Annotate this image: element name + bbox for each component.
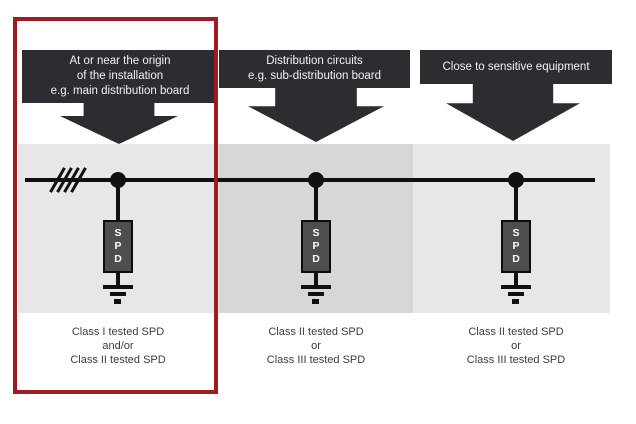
- caption-line: Class III tested SPD: [266, 354, 366, 366]
- spd-symbol: S P D: [301, 220, 331, 273]
- caption-line: or: [311, 340, 321, 352]
- caption-line: Class II tested SPD: [468, 326, 564, 338]
- spd-letter: D: [114, 253, 122, 265]
- spd-symbol: S P D: [501, 220, 531, 273]
- label-box-origin: At or near the origin of the installatio…: [22, 50, 218, 103]
- caption-distribution: Class II tested SPD or Class III tested …: [216, 325, 416, 367]
- down-arrow-icon: [446, 83, 580, 141]
- ground-symbol-icon: [512, 299, 519, 304]
- spd-letter: D: [512, 253, 520, 265]
- caption-equipment: Class II tested SPD or Class III tested …: [416, 325, 616, 367]
- spd-letter: P: [512, 240, 520, 252]
- ground-connection-line: [314, 272, 318, 286]
- down-arrow-icon: [248, 87, 384, 142]
- label-line: of the installation: [76, 70, 164, 82]
- caption-origin: Class I tested SPD and/or Class II teste…: [18, 325, 218, 367]
- ground-symbol-icon: [308, 292, 324, 296]
- ground-symbol-icon: [301, 285, 331, 289]
- spd-letter: S: [312, 227, 320, 239]
- label-line: At or near the origin: [69, 55, 171, 67]
- ground-symbol-icon: [110, 292, 126, 296]
- spd-letter: S: [512, 227, 520, 239]
- label-line: Distribution circuits: [266, 55, 363, 67]
- caption-line: or: [511, 340, 521, 352]
- ground-symbol-icon: [501, 285, 531, 289]
- spd-connection-line: [514, 180, 518, 221]
- label-line: e.g. main distribution board: [50, 85, 190, 97]
- caption-line: and/or: [102, 340, 134, 352]
- ground-connection-line: [116, 272, 120, 286]
- label-line: Close to sensitive equipment: [442, 60, 590, 73]
- spd-letter: P: [114, 240, 122, 252]
- caption-line: Class II tested SPD: [268, 326, 364, 338]
- ground-symbol-icon: [114, 299, 121, 304]
- spd-connection-line: [116, 180, 120, 221]
- spd-letter: P: [312, 240, 320, 252]
- ground-symbol-icon: [103, 285, 133, 289]
- ground-connection-line: [514, 272, 518, 286]
- label-box-equipment: Close to sensitive equipment: [420, 50, 612, 84]
- spd-connection-line: [314, 180, 318, 221]
- ground-symbol-icon: [508, 292, 524, 296]
- highlight-box: [13, 17, 218, 394]
- ground-symbol-icon: [312, 299, 319, 304]
- spd-symbol: S P D: [103, 220, 133, 273]
- label-box-distribution: Distribution circuits e.g. sub-distribut…: [219, 50, 410, 88]
- label-line: e.g. sub-distribution board: [248, 70, 381, 82]
- caption-line: Class I tested SPD: [71, 326, 165, 338]
- spd-letter: D: [312, 253, 320, 265]
- spd-letter: S: [114, 227, 122, 239]
- caption-line: Class III tested SPD: [466, 354, 566, 366]
- caption-line: Class II tested SPD: [70, 354, 166, 366]
